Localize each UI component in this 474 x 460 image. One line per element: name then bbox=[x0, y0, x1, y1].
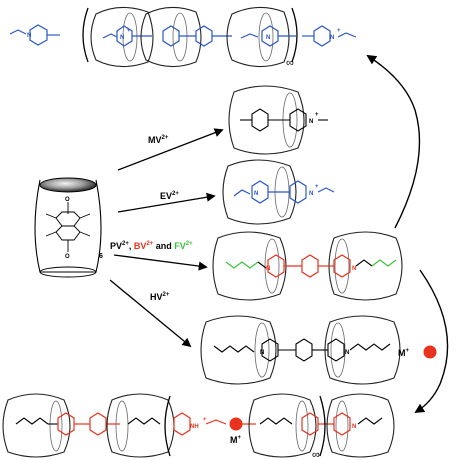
svg-text:N: N bbox=[254, 191, 258, 197]
svg-text:+: + bbox=[315, 112, 319, 118]
metal-ion-label: M+ bbox=[398, 345, 437, 359]
ev-polypseudorotaxane-chain: N N + bbox=[9, 6, 357, 69]
glycoluril-unit bbox=[45, 202, 91, 252]
label-bv: BV bbox=[134, 241, 147, 251]
svg-text:HV2+: HV2+ bbox=[150, 292, 170, 302]
metal-node-dot bbox=[229, 417, 243, 431]
atom-nh: NH bbox=[190, 424, 199, 430]
svg-text:N: N bbox=[260, 350, 264, 356]
repeat-bracket-right bbox=[291, 7, 298, 63]
terminal-pyridinium-right: N + bbox=[302, 25, 357, 47]
hv-2cb6-complex: N N bbox=[200, 315, 401, 385]
svg-text:+: + bbox=[203, 417, 207, 423]
carbonyl-o-bottom: O bbox=[65, 254, 70, 260]
cb6-host: O O 6 bbox=[34, 177, 103, 278]
svg-text:N: N bbox=[120, 35, 124, 41]
svg-text:N: N bbox=[352, 266, 356, 272]
cb6-ring-top-2 bbox=[140, 6, 202, 68]
ev-cb6-complex: N N + bbox=[222, 159, 335, 225]
svg-text:M+: M+ bbox=[398, 348, 410, 358]
metal-ion-dot bbox=[423, 345, 437, 359]
svg-text:PV2+, BV2+ and FV2+: PV2+, BV2+ and FV2+ bbox=[110, 241, 193, 251]
repeat-bracket-left bbox=[82, 7, 89, 63]
label-mv: MV bbox=[148, 135, 162, 145]
viologen-blue-2 bbox=[162, 25, 232, 47]
arrow-hv: HV2+ bbox=[109, 279, 192, 348]
label-hv: HV bbox=[150, 292, 163, 302]
svg-text:N: N bbox=[266, 35, 270, 41]
label-fv: FV bbox=[174, 241, 186, 251]
svg-text:N: N bbox=[309, 191, 313, 197]
svg-text:+: + bbox=[315, 184, 319, 190]
svg-text:+: + bbox=[337, 28, 341, 34]
carbonyl-o-top: O bbox=[65, 197, 70, 203]
arrow-metal-coordination bbox=[414, 269, 449, 414]
cb6-ring-top-1 bbox=[90, 6, 154, 68]
label-ev: EV bbox=[160, 191, 172, 201]
viologen-blue-1: N + bbox=[102, 25, 152, 47]
svg-text:EV2+: EV2+ bbox=[160, 191, 179, 201]
arrow-to-polyrotaxane bbox=[366, 54, 421, 229]
arrow-mv: MV2+ bbox=[117, 128, 224, 171]
svg-text:M+: M+ bbox=[230, 435, 242, 445]
label-pv: PV bbox=[110, 241, 122, 251]
atom-n-right: N bbox=[330, 35, 334, 41]
atom-n-left: N bbox=[27, 33, 31, 39]
svg-text:N: N bbox=[352, 424, 356, 430]
arrow-pv-bv-fv: PV2+, BV2+ and FV2+ bbox=[110, 241, 208, 271]
svg-text:MV2+: MV2+ bbox=[148, 135, 169, 145]
pv-bv-fv-2cb6-complex: N N bbox=[212, 231, 403, 301]
metal-symbol: M bbox=[398, 348, 406, 358]
svg-text:N: N bbox=[266, 266, 270, 272]
svg-text:+: + bbox=[127, 28, 131, 34]
host-repeat-subscript: 6 bbox=[99, 253, 103, 260]
svg-text:N: N bbox=[309, 119, 313, 125]
metal-node-symbol: M bbox=[230, 435, 238, 445]
infinity-top: ∞ bbox=[286, 57, 294, 69]
infinity-bottom: ∞ bbox=[312, 449, 320, 460]
mv-cb6-complex: N + bbox=[228, 85, 328, 155]
cb6-ring-top-3 bbox=[226, 6, 290, 68]
metal-coordination-polymer: NH + M+ N ∞ bbox=[2, 393, 395, 460]
viologen-blue-3: N bbox=[240, 25, 296, 47]
terminal-pyridinium-left: N bbox=[9, 24, 60, 46]
svg-text:N: N bbox=[345, 350, 349, 356]
arrow-ev: EV2+ bbox=[117, 191, 216, 213]
